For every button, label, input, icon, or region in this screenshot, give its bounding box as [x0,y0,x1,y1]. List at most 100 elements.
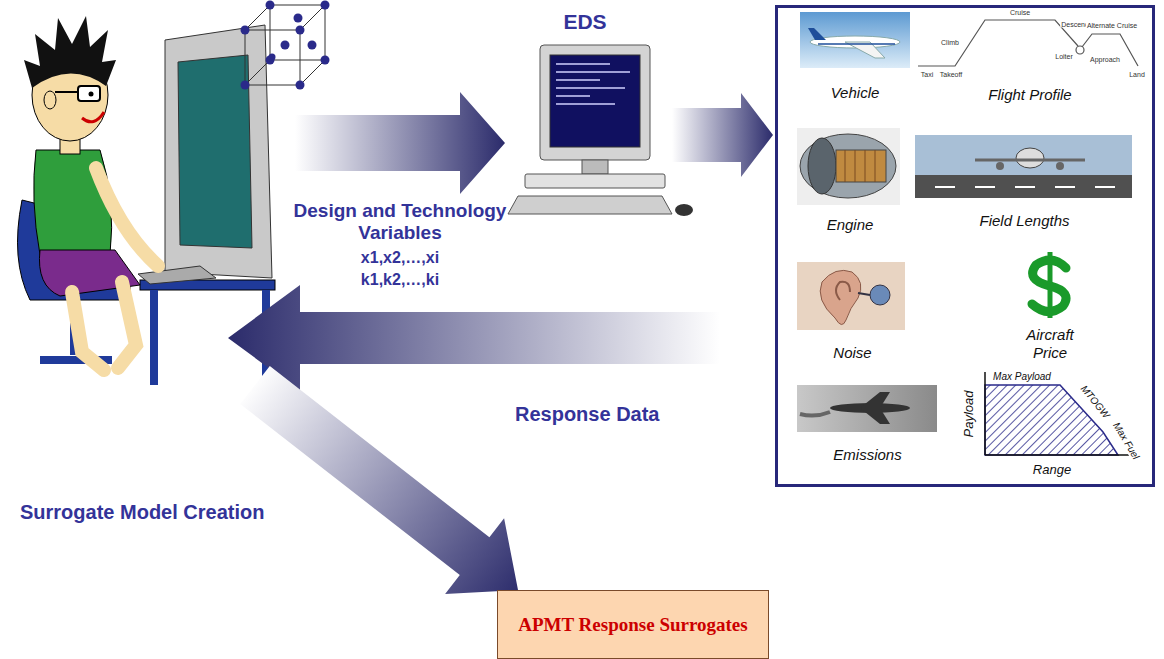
user-figure [138,266,216,284]
user-figure [78,86,100,101]
surrogate-arrow [240,366,518,594]
field-length-picture [996,162,1004,170]
flight-profile-picture [918,20,1138,66]
doe-cube [296,81,305,90]
engine-picture [845,150,875,182]
user-figure [24,16,116,88]
payload-range-plot [984,372,986,455]
flow-arrow [672,93,773,177]
system-computer: EDS [500,10,670,260]
doe-cube [270,5,325,60]
surrogate-label: Surrogate Model Creation [20,500,264,524]
doe-cube [294,14,303,23]
design-arrow [295,92,505,194]
payload-range-plot [985,372,1132,455]
user-figure [165,25,272,278]
phase-label: Taxi [920,71,934,78]
response-label: Response Data [515,402,660,426]
eds-computer [556,87,625,89]
noise-tile: Noise [790,258,915,362]
phase-label: Alternate Cruise [1086,22,1138,29]
noise-picture [858,293,870,295]
eds-computer [556,79,600,81]
emissions-picture [800,412,830,416]
flight-profile-picture [918,20,1078,66]
axis-label: Max Payload [992,372,1052,382]
eds-computer [556,64,630,104]
axis-label: Max Fuel [1111,420,1142,462]
eds-computer [582,160,608,174]
vehicle-tile: Vehicle [790,6,920,102]
engine-picture [800,134,896,198]
field-length-picture [975,159,1085,162]
design-arrow [295,92,505,194]
noise-picture [836,282,850,300]
doe-cube [245,5,325,85]
doe-cube [241,26,250,35]
doe-cube [241,1,330,90]
system-name: EDS [563,10,606,34]
user-figure [55,91,78,93]
engine-picture [797,128,900,205]
axis-label: Range [1032,463,1072,476]
axis-label: MTOGW [1078,383,1112,421]
phase-label: Approach [1089,56,1121,63]
tile-caption: Aircraft Price [1014,326,1086,362]
doe-cube [269,54,276,61]
user-figure [44,91,56,109]
doe-cube [300,5,325,30]
engine-picture [808,138,836,194]
field-length-tile: Field Lengths [912,130,1137,230]
noise-picture [870,285,890,305]
doe-cube [308,41,317,50]
tile-caption: Emissions [833,446,901,464]
noise-picture [797,262,905,330]
user-figure [150,290,158,385]
doe-cube [241,1,330,90]
field-length-picture [1056,162,1064,170]
response-arrow [228,285,720,391]
eds-computer [556,71,630,73]
variable-list: x1,x2,…,xi [290,248,510,268]
eds-computer [550,55,640,147]
field-length-picture [1055,186,1075,188]
phase-label: Climb [940,39,960,46]
user-figure [178,55,252,248]
emissions-picture [797,385,937,432]
phase-label: Loiter [1054,53,1074,60]
eds-computer [525,174,665,188]
doe-cube [245,60,270,85]
field-length-picture [1095,186,1115,188]
variable-list: k1,k2,…,ki [290,270,510,290]
emissions-tile: Emissions [790,380,945,464]
output-panel: VehicleFlight ProfileEngineField Lengths… [775,5,1155,487]
doe-cube [321,56,330,65]
vehicle-picture [800,12,910,68]
tile-caption: Field Lengths [979,212,1069,230]
flight-profile-picture [1082,34,1138,66]
field-length-picture [1015,186,1035,188]
eds-computer [508,45,693,216]
price-symbol [1032,260,1066,311]
phase-label: Cruise [1009,9,1031,16]
eds-computer [556,95,590,97]
phase-label: Land [1128,71,1146,78]
user-figure [118,282,136,368]
doe-cube [266,1,275,10]
price-symbol [1032,252,1066,318]
field-length-picture [935,186,1115,188]
eds-computer [675,204,693,216]
engine-picture [855,150,856,182]
engine-picture [875,150,876,182]
doe-cube [245,5,270,30]
result-title: APMT Response Surrogates [518,614,747,636]
surrogate-arrow [240,366,518,594]
field-length-picture [935,186,955,188]
user-figure [96,168,158,266]
vehicle-picture [800,12,910,68]
field-length-picture [915,135,1132,175]
doe-cube [296,26,305,35]
variables-label: Design and Technology Variables [290,200,510,244]
tile-caption: Engine [827,216,874,234]
